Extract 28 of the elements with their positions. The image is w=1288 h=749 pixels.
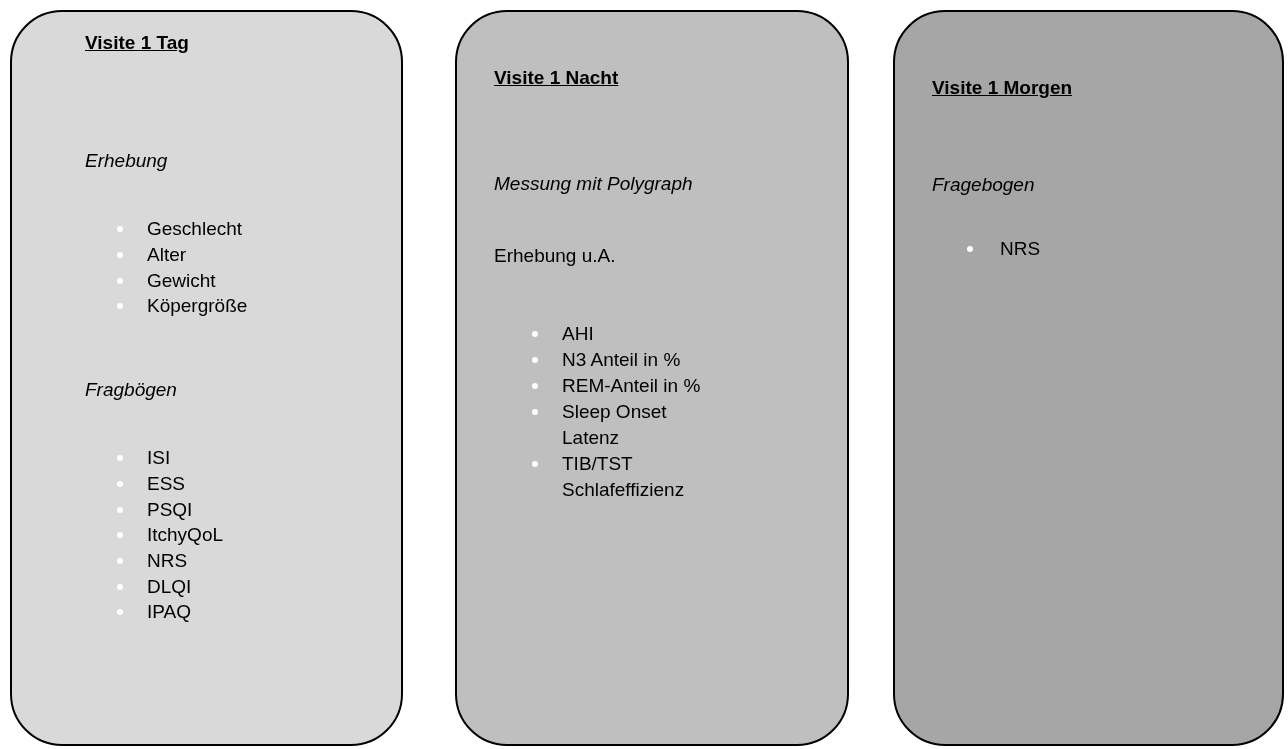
heading: Visite 1 Nacht [494, 66, 619, 90]
list-item: ISI [147, 446, 171, 470]
list-item: Sleep Onset Latenz [562, 400, 668, 450]
rounded-panel [893, 10, 1284, 746]
list-item: IPAQ [147, 600, 191, 624]
section-label: Erhebung u.A. [494, 244, 616, 268]
list-item: PSQI [147, 498, 193, 522]
list-item: Alter [147, 243, 187, 267]
list-item: AHI [562, 322, 594, 346]
list-item: REM-Anteil in % [562, 374, 701, 398]
heading: Visite 1 Tag [85, 31, 189, 55]
section-label: Erhebung [85, 149, 168, 173]
list-item: Gewicht [147, 269, 216, 293]
rounded-panel [455, 10, 849, 746]
list-item: NRS [147, 549, 188, 573]
list-item: N3 Anteil in % [562, 348, 681, 372]
rounded-panel [10, 10, 403, 746]
list-item: Geschlecht [147, 217, 243, 241]
list-item: DLQI [147, 575, 192, 599]
list-item: Köpergröße [147, 294, 248, 318]
list-item: TIB/TST Schlafeffizienz [562, 452, 686, 502]
list-item: ESS [147, 472, 186, 496]
section-label: Fragebogen [932, 173, 1035, 197]
section-label: Messung mit Polygraph [494, 172, 693, 196]
list-item: NRS [1000, 237, 1041, 261]
section-label: Fragbögen [85, 378, 177, 402]
heading: Visite 1 Morgen [932, 76, 1073, 100]
list-item: ItchyQoL [147, 523, 224, 547]
